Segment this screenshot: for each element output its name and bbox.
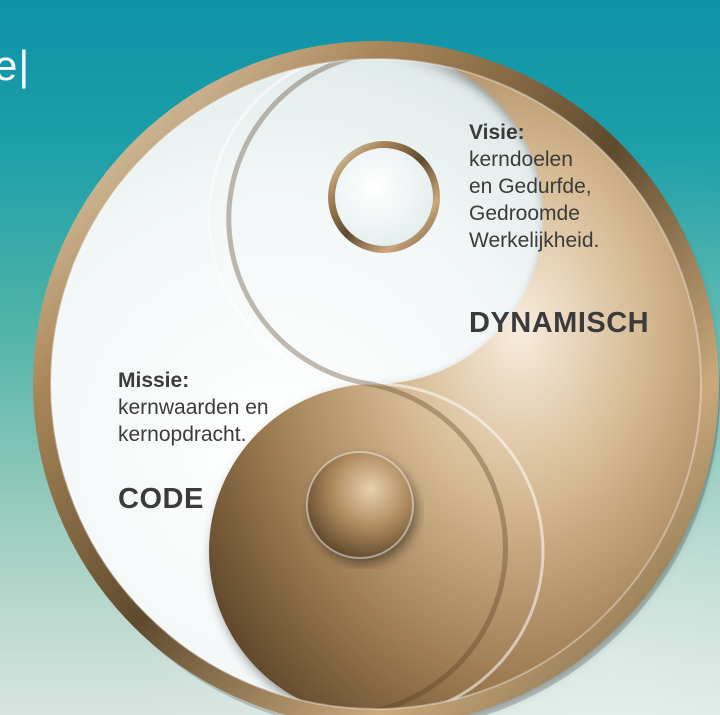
missie-keyword: CODE xyxy=(118,483,204,515)
partial-title-text: e| xyxy=(0,42,31,89)
white-dot xyxy=(335,148,433,246)
visie-text-block: Visie: kerndoelen en Gedurfde, Gedroomde… xyxy=(469,120,599,254)
missie-line: kernopdracht. xyxy=(118,423,247,446)
visie-line: Werkelijkheid. xyxy=(469,229,600,252)
visie-line: kerndoelen xyxy=(469,148,573,171)
gold-dot xyxy=(307,452,413,558)
missie-line: kernwaarden en xyxy=(118,396,269,419)
missie-heading: Missie: xyxy=(118,369,190,392)
visie-keyword: DYNAMISCH xyxy=(469,307,650,339)
visie-keyword-block: DYNAMISCH xyxy=(469,306,649,340)
missie-text-block: Missie: kernwaarden en kernopdracht. xyxy=(118,368,269,448)
outer-ring-inner-highlight xyxy=(50,58,702,710)
gold-dot-highlight xyxy=(306,451,414,559)
s-curve-highlight xyxy=(207,48,545,715)
s-curve-shadow xyxy=(226,51,508,715)
visie-line: Gedroomde xyxy=(469,202,580,225)
visie-heading: Visie: xyxy=(469,121,525,144)
visie-line: en Gedurfde, xyxy=(469,175,592,198)
outer-ring xyxy=(33,41,719,715)
missie-keyword-block: CODE xyxy=(118,482,204,516)
